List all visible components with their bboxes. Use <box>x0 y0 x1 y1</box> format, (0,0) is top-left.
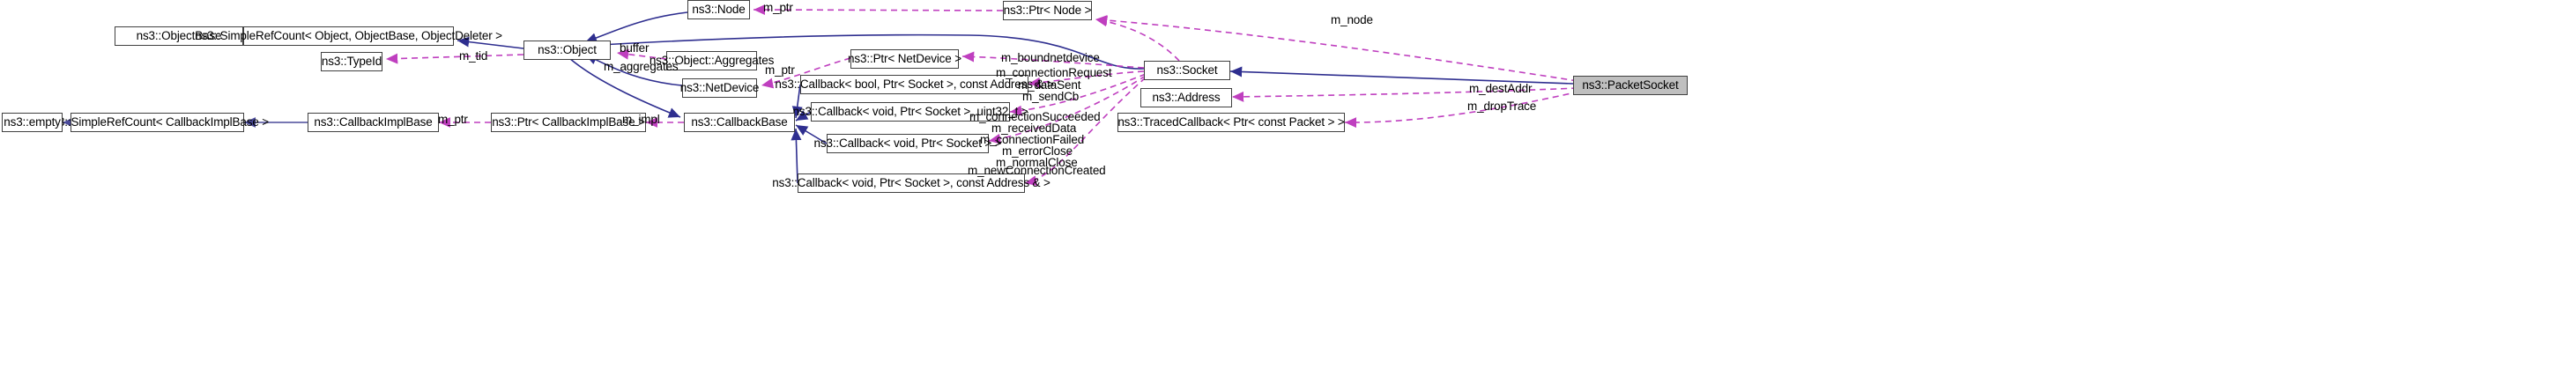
edge-label-m-datasent: m_dataSent <box>1018 78 1081 92</box>
edge-label-m-ptr-callbackimpl: m_ptr <box>438 113 468 126</box>
node-label: ns3::SimpleRefCount< Object, ObjectBase,… <box>195 29 502 43</box>
node-ns3-empty[interactable]: ns3::empty <box>2 113 63 132</box>
node-label: ns3::Callback< void, Ptr< Socket > > <box>813 136 1002 151</box>
node-label: ns3::CallbackBase <box>691 115 788 129</box>
node-label: ns3::Ptr< Node > <box>1003 4 1092 18</box>
edge-label-m-boundnetdevice: m_boundnetdevice <box>1001 51 1100 64</box>
node-label: ns3::empty <box>4 115 61 129</box>
node-ns3-ptr-netdevice[interactable]: ns3::Ptr< NetDevice > <box>848 49 961 69</box>
edge-label-m-newconnectioncreated: m_newConnectionCreated <box>968 164 1106 177</box>
node-label: ns3::ObjectBase <box>136 29 222 43</box>
node-ns3-netdevice[interactable]: ns3::NetDevice <box>679 78 760 98</box>
node-ns3-simplerefcount-callbackimplbase[interactable]: ns3::SimpleRefCount< CallbackImplBase > <box>46 113 269 132</box>
node-label: ns3::Callback< bool, Ptr< Socket >, cons… <box>775 77 1054 92</box>
edge-label-m-ptr-node: m_ptr <box>763 1 793 14</box>
node-label: ns3::Object::Aggregates <box>649 54 775 68</box>
node-label: ns3::Callback< void, Ptr< Socket >, uint… <box>792 105 1028 119</box>
node-label: ns3::TracedCallback< Ptr< const Packet >… <box>1117 115 1345 129</box>
edge-label-m-aggregates: m_aggregates <box>604 60 679 73</box>
edge-label-m-sendcb: m_sendCb <box>1022 90 1080 103</box>
node-ns3-ptr-node[interactable]: ns3::Ptr< Node > <box>1003 1 1092 20</box>
node-ns3-object[interactable]: ns3::Object <box>523 41 611 60</box>
node-label: ns3::CallbackImplBase <box>314 115 433 129</box>
node-ns3-socket[interactable]: ns3::Socket <box>1144 61 1230 80</box>
node-label: ns3::Ptr< NetDevice > <box>848 52 961 66</box>
edge-label-m-destaddr: m_destAddr <box>1469 82 1533 95</box>
node-ns3-node[interactable]: ns3::Node <box>687 0 750 19</box>
node-ns3-callback-void-ptr-socket-address[interactable]: ns3::Callback< void, Ptr< Socket >, cons… <box>772 173 1050 193</box>
node-ns3-callbackbase[interactable]: ns3::CallbackBase <box>684 113 795 132</box>
node-label: ns3::Address <box>1152 91 1221 105</box>
node-label: ns3::Callback< void, Ptr< Socket >, cons… <box>772 176 1050 190</box>
node-ns3-address[interactable]: ns3::Address <box>1140 88 1232 107</box>
edge-label-m-connectionfailed: m_connectionFailed <box>980 133 1085 146</box>
edge-label-m-connectionsucceeded: m_connectionSucceeded <box>969 110 1101 123</box>
edge-label-m-errorclose: m_errorClose <box>1002 144 1073 158</box>
node-label: ns3::TypeId <box>321 55 382 69</box>
node-ns3-ptr-callbackimplbase[interactable]: ns3::Ptr< CallbackImplBase > <box>491 113 646 132</box>
edge-label-m-droptrace: m_dropTrace <box>1467 100 1537 113</box>
node-ns3-objectbase[interactable]: ns3::ObjectBase <box>115 26 243 46</box>
edge-label-m-ptr-netdevice: m_ptr <box>765 63 795 77</box>
node-ns3-callbackimplbase[interactable]: ns3::CallbackImplBase <box>308 113 439 132</box>
node-label: ns3::SimpleRefCount< CallbackImplBase > <box>45 115 270 129</box>
node-label: ns3::NetDevice <box>679 81 760 95</box>
node-ns3-typeid[interactable]: ns3::TypeId <box>321 52 382 71</box>
node-ns3-simplerefcount-object[interactable]: ns3::SimpleRefCount< Object, ObjectBase,… <box>195 26 502 46</box>
node-ns3-packetsocket[interactable]: ns3::PacketSocket <box>1573 76 1688 95</box>
node-ns3-callback-bool-ptr-socket-address[interactable]: ns3::Callback< bool, Ptr< Socket >, cons… <box>775 75 1054 94</box>
node-label: ns3::Socket <box>1156 63 1218 77</box>
node-ns3-callback-void-ptr-socket[interactable]: ns3::Callback< void, Ptr< Socket > > <box>814 134 1002 153</box>
edge-label-m-impl: m_impl <box>622 113 660 126</box>
edge-label-buffer: buffer <box>620 41 650 55</box>
edge-label-m-normalclose: m_normalClose <box>996 156 1078 169</box>
node-label: ns3::Object <box>538 43 597 57</box>
edge-label-m-receiveddata: m_receivedData <box>991 122 1077 135</box>
node-label: ns3::PacketSocket <box>1582 78 1679 92</box>
node-ns3-tracedcallback-ptr-const-packet[interactable]: ns3::TracedCallback< Ptr< const Packet >… <box>1117 113 1345 132</box>
node-ns3-callback-void-ptr-socket-uint32[interactable]: ns3::Callback< void, Ptr< Socket >, uint… <box>793 102 1028 122</box>
edge-label-m-connectionrequest: m_connectionRequest <box>996 66 1112 79</box>
node-ns3-object-aggregates[interactable]: ns3::Object::Aggregates <box>650 51 774 70</box>
edge-label-m-tid: m_tid <box>459 49 488 63</box>
edge-label-m-node: m_node <box>1331 13 1373 26</box>
node-label: ns3::Ptr< CallbackImplBase > <box>492 115 645 129</box>
node-label: ns3::Node <box>692 3 746 17</box>
